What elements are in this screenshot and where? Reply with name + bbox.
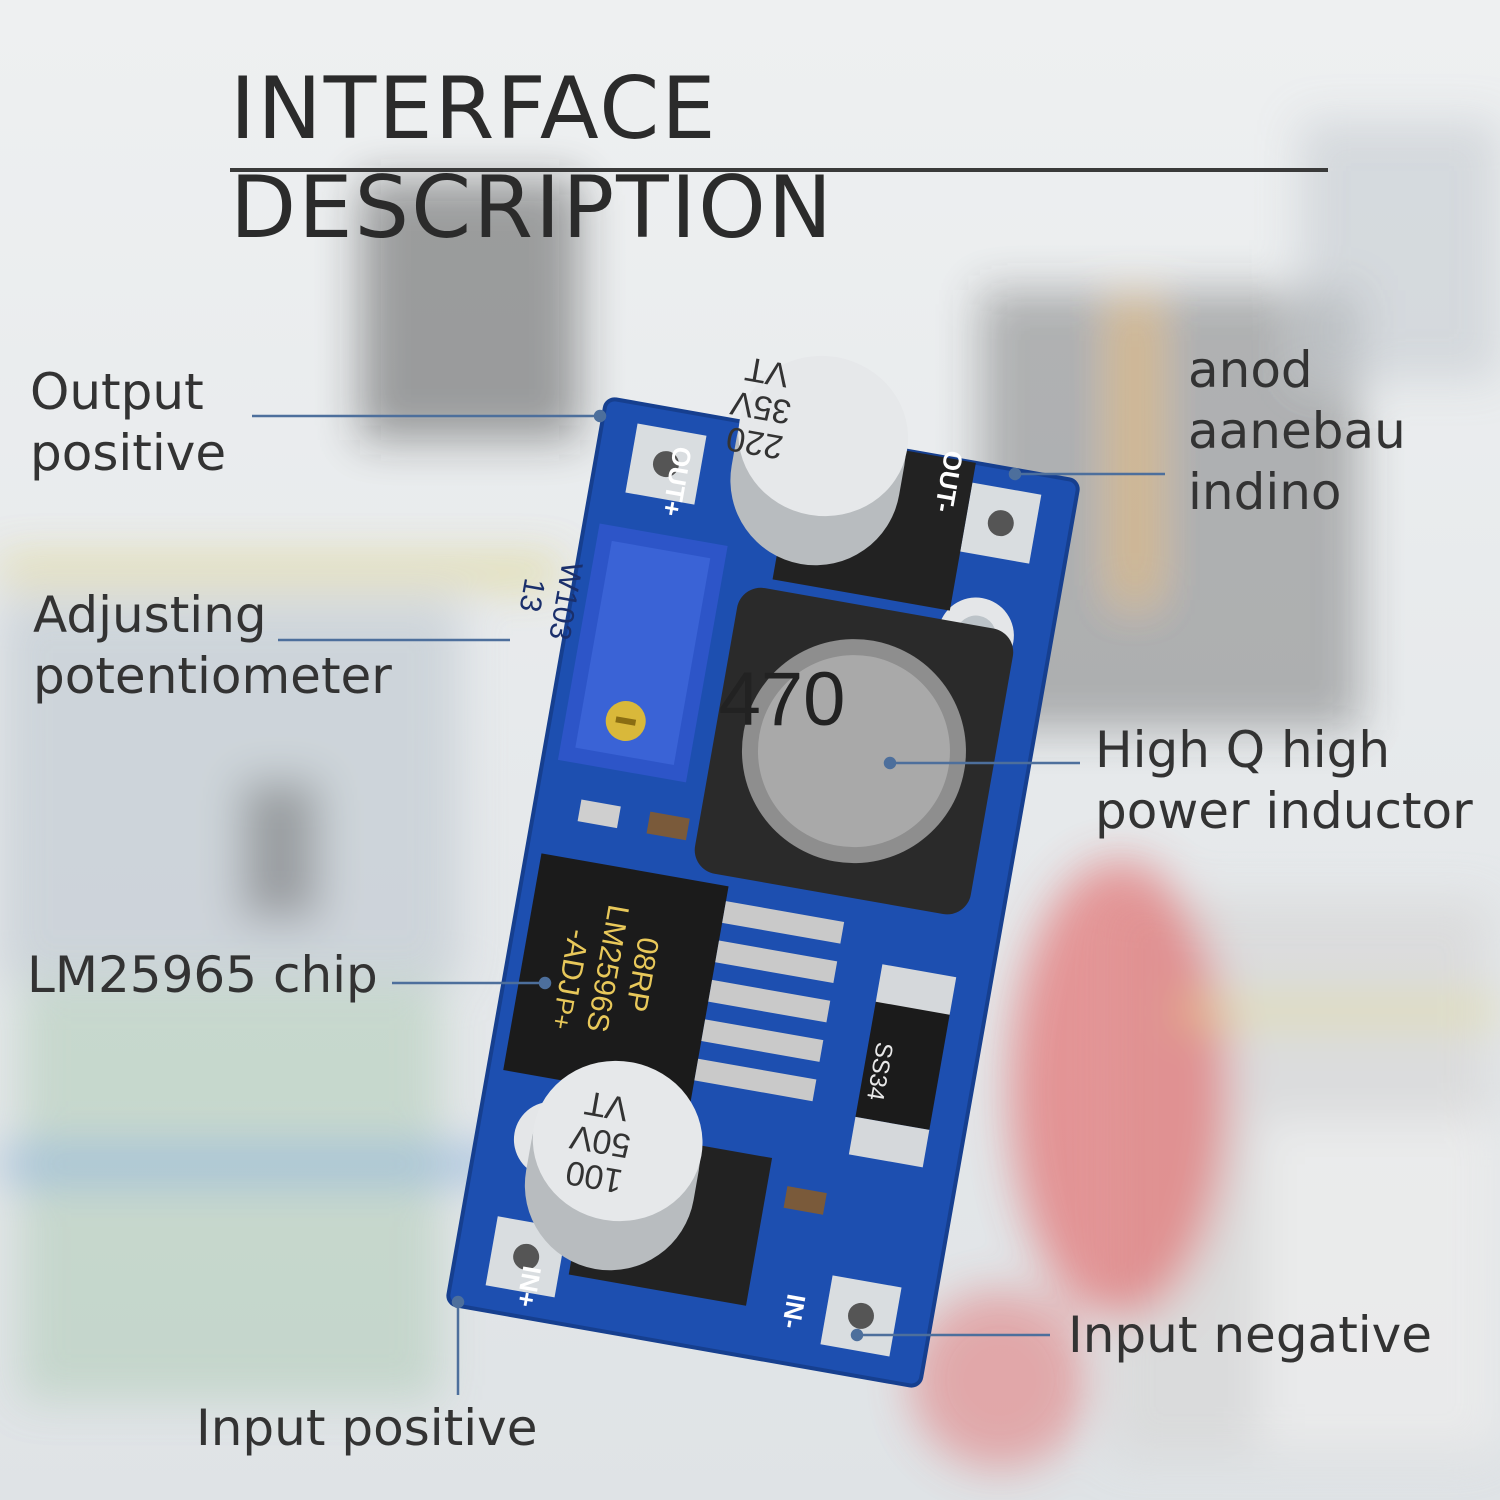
label-chip: LM25965 chip [27, 946, 378, 1004]
pot-marking-code: 13 [513, 576, 551, 615]
cap-bottom-series: VT [582, 1083, 631, 1128]
pad-out-plus [625, 423, 707, 505]
title-underline [230, 168, 1328, 172]
inductor-marking: 470 [719, 657, 846, 742]
adjusting-potentiometer [557, 523, 728, 783]
label-input-positive: Input positive [196, 1399, 538, 1457]
capacitor-bottom [524, 1060, 773, 1306]
in-plus-label: IN+ [511, 1264, 548, 1310]
page-title: INTERFACE DESCRIPTION [230, 59, 835, 258]
cap-top-series: VT [742, 349, 791, 394]
capacitor-top [730, 355, 976, 611]
label-input-negative: Input negative [1068, 1306, 1433, 1364]
lm2596-chip [503, 853, 845, 1104]
label-adjusting-potentiometer: Adjusting potentiometer [33, 586, 392, 705]
power-inductor [694, 587, 1014, 915]
label-output-positive: Output positive [30, 363, 227, 482]
pad-out-minus [960, 482, 1042, 564]
pad-in-minus [820, 1275, 902, 1357]
chip-marking-line4: P+ [546, 995, 581, 1032]
label-output-negative: anod aanebau indino [1188, 341, 1406, 521]
ss34-diode [848, 964, 957, 1168]
label-power-inductor: High Q high power inductor [1095, 721, 1473, 840]
in-minus-label: IN- [776, 1292, 812, 1331]
